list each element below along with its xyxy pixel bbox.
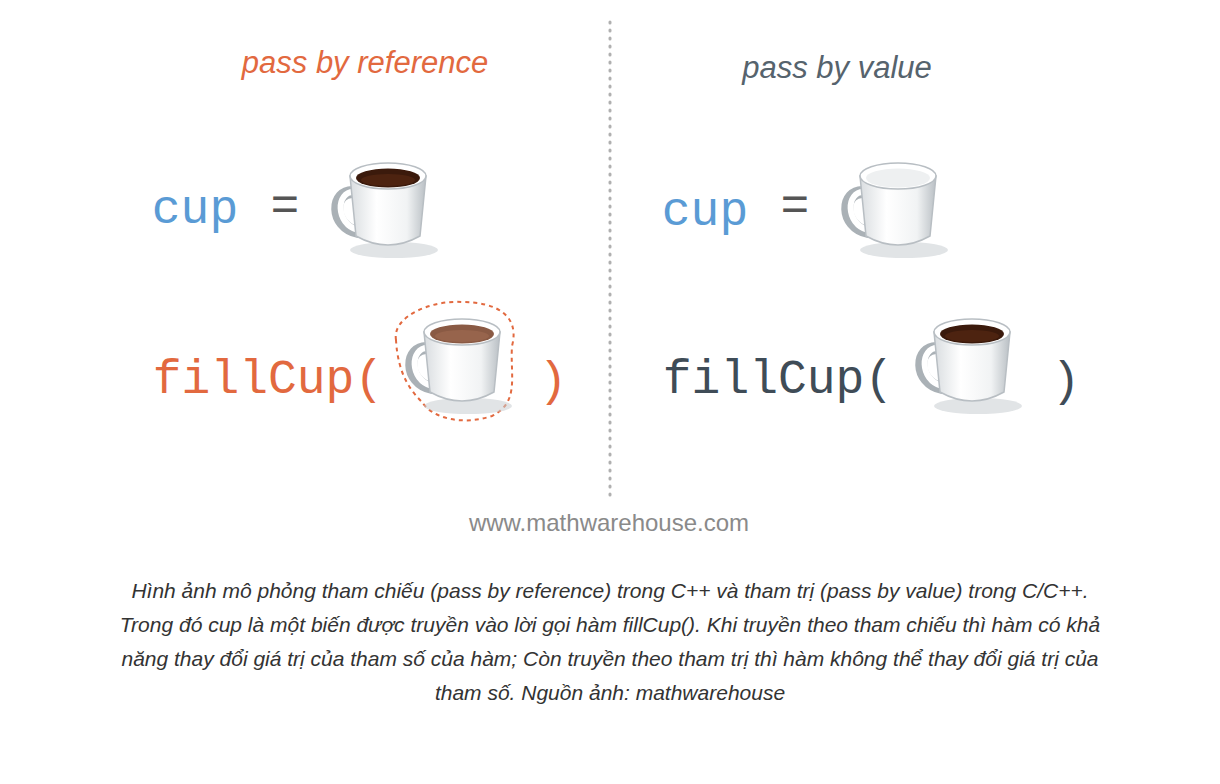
variable-name: cup [662,186,748,239]
closing-paren: ) [539,356,568,409]
assign-sign: = [781,181,810,234]
closing-paren: ) [1052,356,1081,409]
divider [609,22,612,495]
filled-copy-cup [921,319,1022,414]
figure-caption: Hình ảnh mô phỏng tham chiếu (pass by re… [110,574,1110,710]
full-cup [337,163,438,258]
function-call: fillCup( [663,354,893,407]
column-heading: pass by value [742,51,932,85]
column-heading: pass by reference [242,46,488,80]
watermark: www.mathwarehouse.com [469,510,749,536]
variable-name: cup [152,184,238,237]
function-call: fillCup( [153,354,383,407]
referenced-cup [396,302,514,421]
empty-cup [847,163,948,258]
assign-sign: = [271,181,300,234]
